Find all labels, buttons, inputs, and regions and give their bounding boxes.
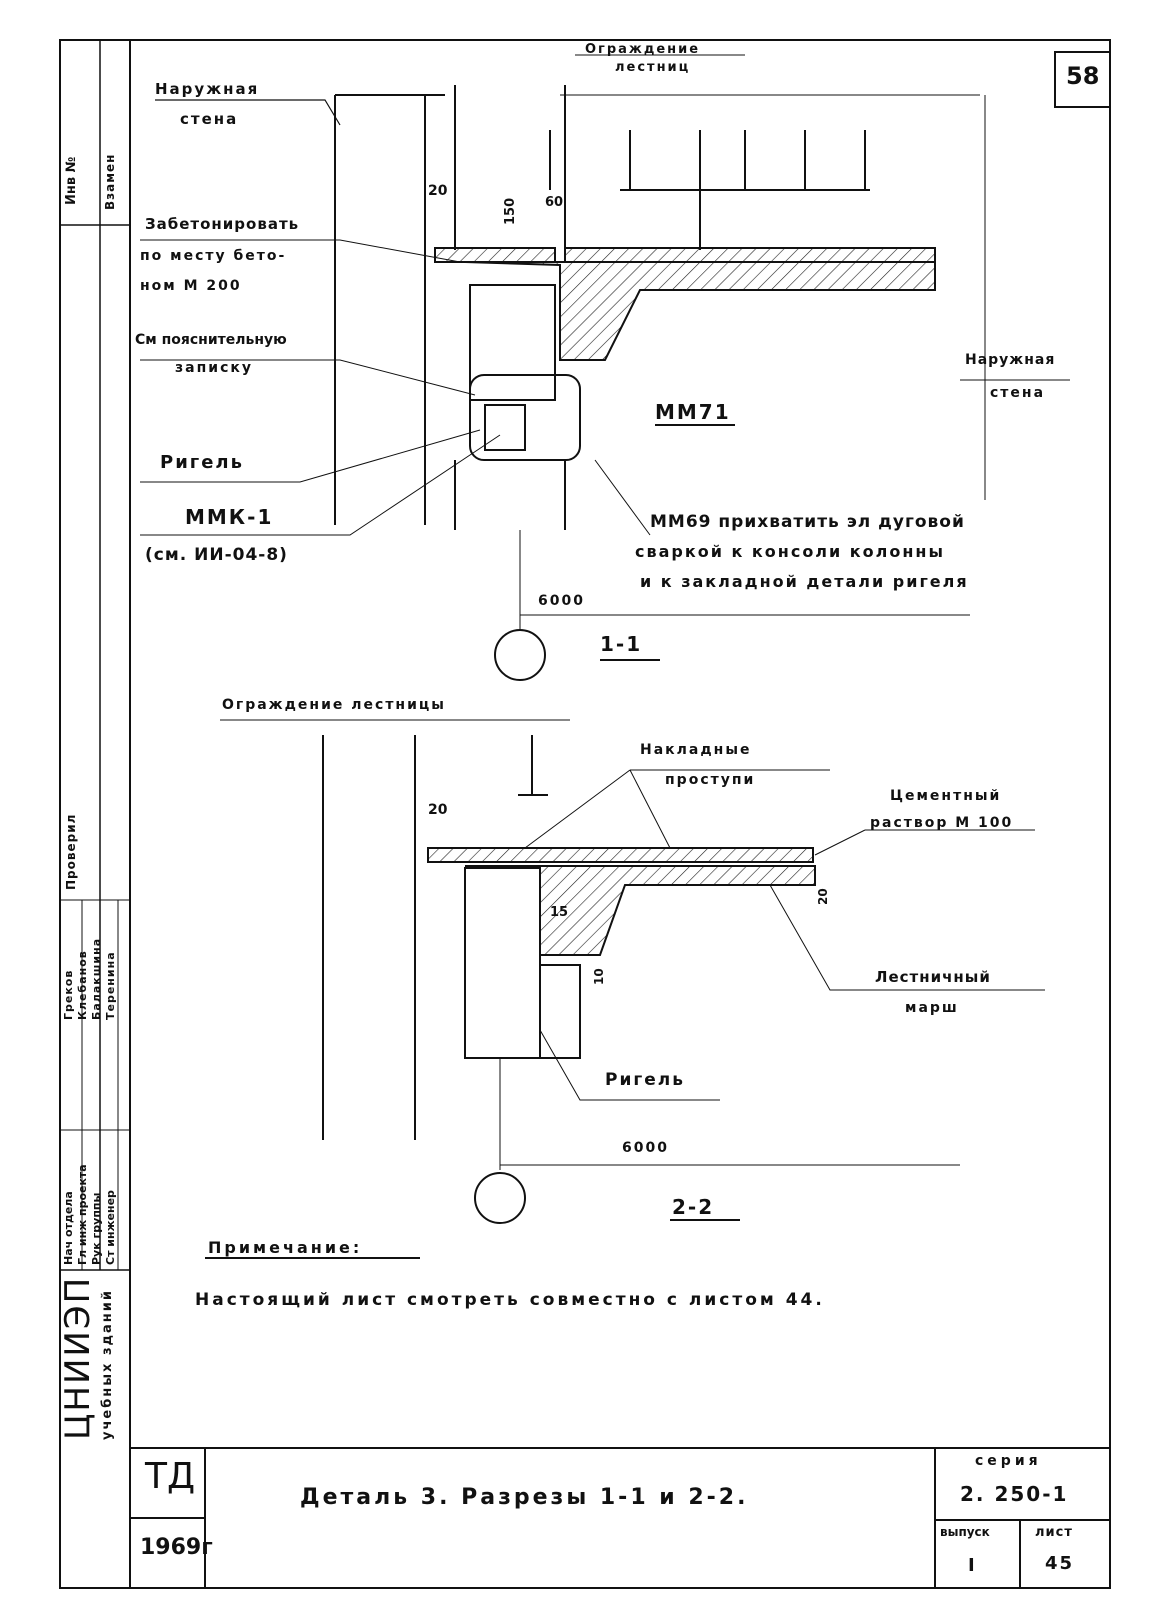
note-text: Настоящий лист смотреть совместно с лист… [195,1290,825,1310]
vzamen-label: Взамен [103,153,117,210]
section-1-1-drawing [140,54,1070,681]
axis-dimension-s1: 6000 [538,593,585,609]
series-value: 2. 250-1 [960,1482,1069,1506]
see-note-line1: См пояснительную [135,332,287,348]
role-1: Нач отдела [62,1191,75,1265]
role-3: Рук группы [90,1192,103,1265]
checked-label: Проверил [64,813,78,890]
dim-15-s2: 15 [550,905,569,920]
mmk-label: ММК-1 [185,505,274,529]
sheet-label: лист [1035,1525,1073,1540]
outer-wall-right-line2: стена [990,385,1046,401]
section-title-1-1: 1-1 [600,632,643,656]
dim-60-s1: 60 [545,195,564,210]
outer-wall-right-line1: Наружная [965,352,1056,368]
note-heading: Примечание: [208,1238,363,1257]
dim-20-s1: 20 [428,183,448,199]
name-3: Балакшина [90,937,103,1020]
page-number: 58 [1066,62,1100,90]
mmk-ref-label: (см. ИИ-04-8) [145,545,288,565]
stair-label-line2: марш [905,1000,959,1016]
drawing-frame [59,39,1111,1589]
railing-label-line2: лестниц [615,60,691,75]
section-2-2-drawing [205,719,1045,1259]
org-name: ЦНИИЭП [58,1275,98,1440]
concrete-note-line3: ном М 200 [140,278,242,294]
role-2: Гл инж проекта [76,1164,89,1265]
beam-label-s1: Ригель [160,452,244,473]
railing-label-s2: Ограждение лестницы [222,697,446,713]
outer-wall-left-line1: Наружная [155,80,260,98]
dim-150-s1: 150 [503,197,518,225]
series-label: серия [975,1453,1042,1469]
dim-20b-s2: 20 [816,888,830,905]
weld-note-line1: ММ69 прихватить эл дуговой [650,512,965,532]
dim-10-s2: 10 [592,968,606,985]
inv-label: Инв № [64,156,79,205]
mortar-label-line2: раствор М 100 [870,815,1014,831]
stair-label-line1: Лестничный [875,968,991,986]
weld-note-line2: сваркой к консоли колонны [635,542,945,561]
concrete-note-line1: Забетонировать [145,215,300,233]
td-label: ТД [145,1456,196,1497]
concrete-note-line2: по месту бето- [140,248,287,264]
beam-label-s2: Ригель [605,1070,685,1090]
section-title-2-2: 2-2 [672,1195,715,1219]
outer-wall-left-line2: стена [180,110,239,128]
drawing-title: Деталь 3. Разрезы 1-1 и 2-2. [300,1485,749,1510]
treads-label-line2: проступи [665,772,756,788]
sheet-value: 45 [1045,1553,1075,1574]
org-subtitle: учебных зданий [100,1289,115,1440]
mortar-label-line1: Цементный [890,788,1002,804]
mm71-label: ММ71 [655,400,731,424]
year-label: 1969г [140,1535,213,1560]
weld-note-line3: и к закладной детали ригеля [640,572,969,591]
role-4: Ст инженер [104,1190,117,1265]
issue-value: I [968,1555,977,1576]
railing-label-line1: Ограждение [585,42,701,57]
name-4: Теренина [104,951,117,1020]
name-1: Греков [62,969,75,1020]
treads-label-line1: Накладные [640,742,752,758]
dim-20a-s2: 20 [428,802,448,818]
title-block-frame [130,51,1111,1588]
issue-label: выпуск [940,1525,990,1539]
name-2: Клебанов [76,950,89,1020]
see-note-line2: записку [175,360,253,376]
axis-dimension-s2: 6000 [622,1140,669,1156]
